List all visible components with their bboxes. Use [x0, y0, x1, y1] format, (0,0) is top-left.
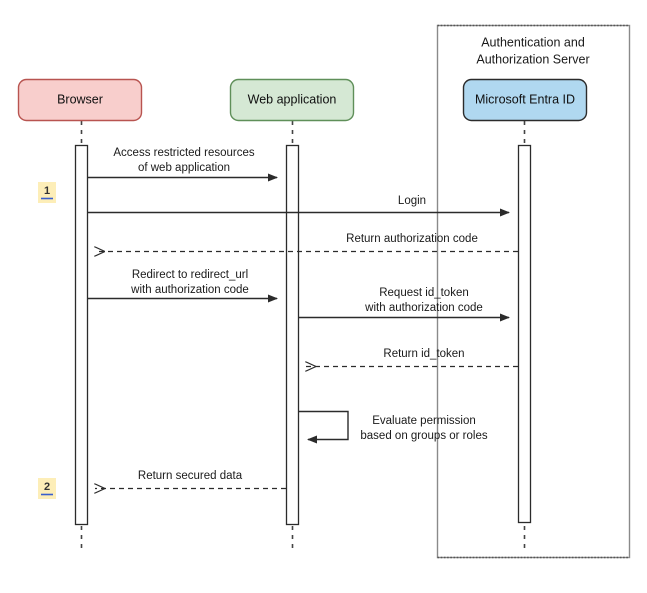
activation-bar-browser: [74, 144, 89, 526]
participant-browser[interactable]: Browser: [17, 78, 143, 122]
message-access-restricted-resources: Access restricted resources of web appli…: [88, 147, 278, 182]
message-evaluate-permission-self-call: Evaluate permission based on groups or r…: [299, 410, 488, 444]
message-label-line: Return secured data: [138, 470, 243, 482]
step-badge-1[interactable]: 1: [38, 182, 56, 203]
message-label-line: with authorization code: [364, 302, 483, 314]
message-label-line: with authorization code: [130, 284, 249, 296]
message-label-line: of web application: [138, 162, 230, 174]
message-return-secured-data: Return secured data: [95, 470, 286, 488]
message-label-line: based on groups or roles: [360, 430, 487, 442]
group-title-line1: Authentication and: [481, 35, 585, 49]
step-badge-2-number: 2: [44, 481, 50, 493]
message-return-authorization-code: Return authorization code: [95, 233, 518, 251]
message-label-line: Return authorization code: [346, 233, 478, 245]
message-label-line: Return id_token: [383, 348, 464, 360]
message-label-line: Access restricted resources: [113, 147, 254, 159]
message-label-line: Evaluate permission: [372, 415, 476, 427]
activation-bars: [74, 144, 532, 526]
participant-label-microsoft-entra-id: Microsoft Entra ID: [475, 92, 575, 106]
activation-bar-webapp: [285, 144, 300, 526]
step-badge-2[interactable]: 2: [38, 478, 56, 499]
activation-bar-entra: [517, 144, 532, 524]
auth-server-group: Authentication and Authorization Server: [436, 24, 631, 559]
participant-web-application[interactable]: Web application: [229, 78, 355, 122]
message-label-line: Login: [398, 195, 426, 207]
message-label-line: Request id_token: [379, 287, 469, 299]
message-redirect-to-redirect-url: Redirect to redirect_url with authorizat…: [88, 269, 278, 303]
participant-microsoft-entra-id[interactable]: Microsoft Entra ID: [462, 78, 588, 122]
step-badge-1-number: 1: [44, 185, 50, 197]
participant-label-browser: Browser: [57, 92, 103, 106]
participant-label-web-application: Web application: [248, 92, 337, 106]
message-login: Login: [88, 195, 510, 217]
lifelines: [80, 121, 526, 550]
group-title-line2: Authorization Server: [476, 52, 589, 66]
message-return-id-token: Return id_token: [306, 348, 518, 366]
message-label-line: Redirect to redirect_url: [132, 269, 248, 281]
message-request-id-token: Request id_token with authorization code: [299, 287, 510, 322]
